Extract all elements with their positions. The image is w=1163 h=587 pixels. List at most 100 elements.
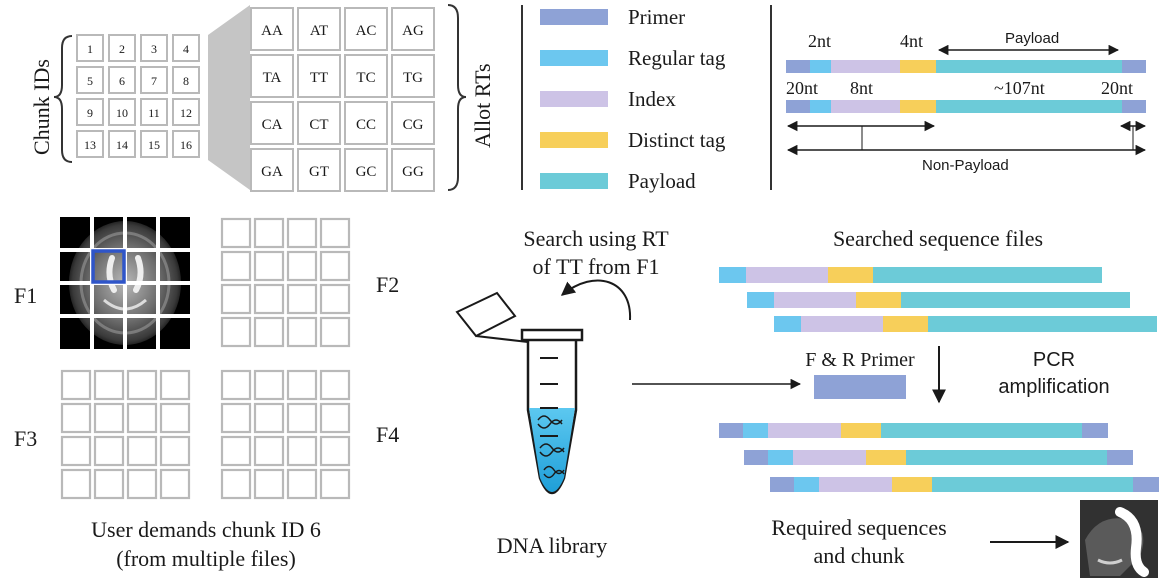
chunk-id-cell: 16 [172, 130, 200, 158]
chunk-cell [319, 402, 351, 434]
searched-strand-1 [719, 267, 1102, 283]
searched-strand-2 [747, 292, 1130, 308]
chunk-cell [253, 468, 285, 500]
allot-rt-text: TT [310, 70, 328, 86]
chunk-id-text: 10 [116, 106, 128, 120]
pcr-line-2: amplification [998, 376, 1109, 398]
allot-rt-cell: GA [250, 148, 294, 192]
chunk-cell [253, 250, 285, 282]
chunk-id-cell: 5 [76, 66, 104, 94]
primer-block [814, 375, 906, 399]
chunk-id-cell: 6 [108, 66, 136, 94]
search-line-1: Search using RT [523, 226, 669, 251]
chunk-cell [60, 468, 92, 500]
label-payload-107nt: ~107nt [994, 78, 1045, 98]
chunk-id-cell: 2 [108, 34, 136, 62]
allot-rt-cell: GT [297, 148, 341, 192]
chunk-id-cell: 14 [108, 130, 136, 158]
searched-strand-3 [774, 316, 1157, 332]
chunk-id-cell: 12 [172, 98, 200, 126]
chunk-ids-label: Chunk IDs [29, 59, 54, 155]
chunk-cell [253, 316, 285, 348]
structure-strand-1 [786, 60, 1146, 73]
chunk-id-text: 14 [116, 138, 128, 152]
chunk-cell [286, 283, 318, 315]
legend-swatch [540, 173, 608, 189]
legend-item: Primer [540, 5, 685, 29]
required-line-1: Required sequences [771, 515, 946, 540]
legend-swatch [540, 91, 608, 107]
chunk-id-text: 8 [183, 74, 189, 88]
legend-item: Index [540, 87, 676, 111]
legend-item: Distinct tag [540, 128, 726, 152]
allot-rt-text: CC [356, 117, 376, 133]
legend-label: Primer [628, 5, 685, 29]
allot-rt-cell: TG [391, 54, 435, 98]
allot-rt-text: TC [356, 70, 375, 86]
chunk-id-cell: 11 [140, 98, 168, 126]
allot-rt-text: GG [402, 164, 424, 180]
chunk-id-cell: 1 [76, 34, 104, 62]
chunk-id-text: 15 [148, 138, 160, 152]
allot-rt-cell: AG [391, 7, 435, 51]
search-line-2: of TT from F1 [533, 254, 660, 279]
allot-rt-cell: GG [391, 148, 435, 192]
chunk-cell [319, 468, 351, 500]
allot-rt-text: CA [262, 117, 283, 133]
allot-rt-cell: AC [344, 7, 388, 51]
chunk-id-text: 7 [151, 74, 157, 88]
chunk-cell [253, 283, 285, 315]
legend-item: Payload [540, 169, 696, 193]
file-label-f2: F2 [376, 272, 399, 297]
legend-label: Distinct tag [628, 128, 726, 152]
allot-rt-text: TG [403, 70, 423, 86]
allot-rts-label: Allot RTs [470, 63, 495, 148]
legend-label: Index [628, 87, 676, 111]
structure-strand-2 [786, 100, 1146, 113]
chunk-cell [159, 468, 191, 500]
chunk-cell [220, 468, 252, 500]
chunk-id-text: 6 [119, 74, 125, 88]
dna-helix-icon [537, 415, 565, 479]
searched-files-label: Searched sequence files [833, 226, 1043, 251]
allot-rt-text: GC [356, 164, 377, 180]
chunk-cell [60, 369, 92, 401]
chunk-cell [286, 369, 318, 401]
chunk-id-cell: 8 [172, 66, 200, 94]
chunk-id-text: 16 [180, 138, 192, 152]
chunk-id-cell: 3 [140, 34, 168, 62]
chunk-cell [93, 435, 125, 467]
chunk-id-text: 5 [87, 74, 93, 88]
chunk-id-cell: 7 [140, 66, 168, 94]
chunk-cell [60, 402, 92, 434]
chunk-id-text: 4 [183, 42, 189, 56]
chunk-cell [220, 283, 252, 315]
allot-rt-cell: TA [250, 54, 294, 98]
legend-swatch [540, 9, 608, 25]
amplified-strand-2 [744, 450, 1133, 465]
expansion-wedge [208, 5, 250, 190]
chunk-id-text: 13 [84, 138, 96, 152]
label-4nt: 4nt [900, 31, 923, 51]
chunk-cell [253, 435, 285, 467]
chunk-cell [286, 402, 318, 434]
chunk-id-cell: 13 [76, 130, 104, 158]
chunk-cell [220, 250, 252, 282]
tube-lid [455, 291, 517, 338]
chunk-cell [220, 402, 252, 434]
allot-rt-cell: CC [344, 101, 388, 145]
legend-item: Regular tag [540, 46, 726, 70]
allot-rt-cell: AT [297, 7, 341, 51]
allot-rt-text: GA [261, 164, 283, 180]
chunk-id-text: 2 [119, 42, 125, 56]
chunk-cell [319, 283, 351, 315]
amplified-strand-1 [719, 423, 1108, 438]
dna-library-tube: Search using RT of TT from F1 DNA librar… [455, 226, 669, 558]
label-right-20nt: 20nt [1101, 78, 1133, 98]
chunk-id-cell: 4 [172, 34, 200, 62]
